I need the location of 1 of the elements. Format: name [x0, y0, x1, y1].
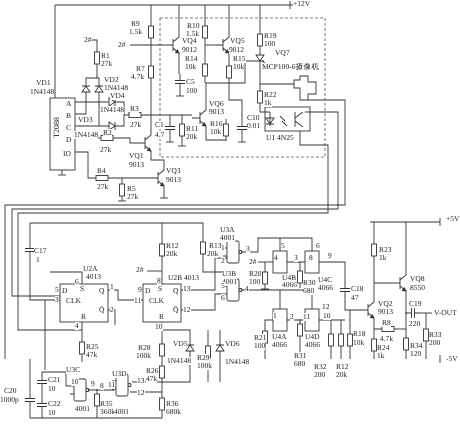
component-label: T2088	[53, 117, 61, 138]
